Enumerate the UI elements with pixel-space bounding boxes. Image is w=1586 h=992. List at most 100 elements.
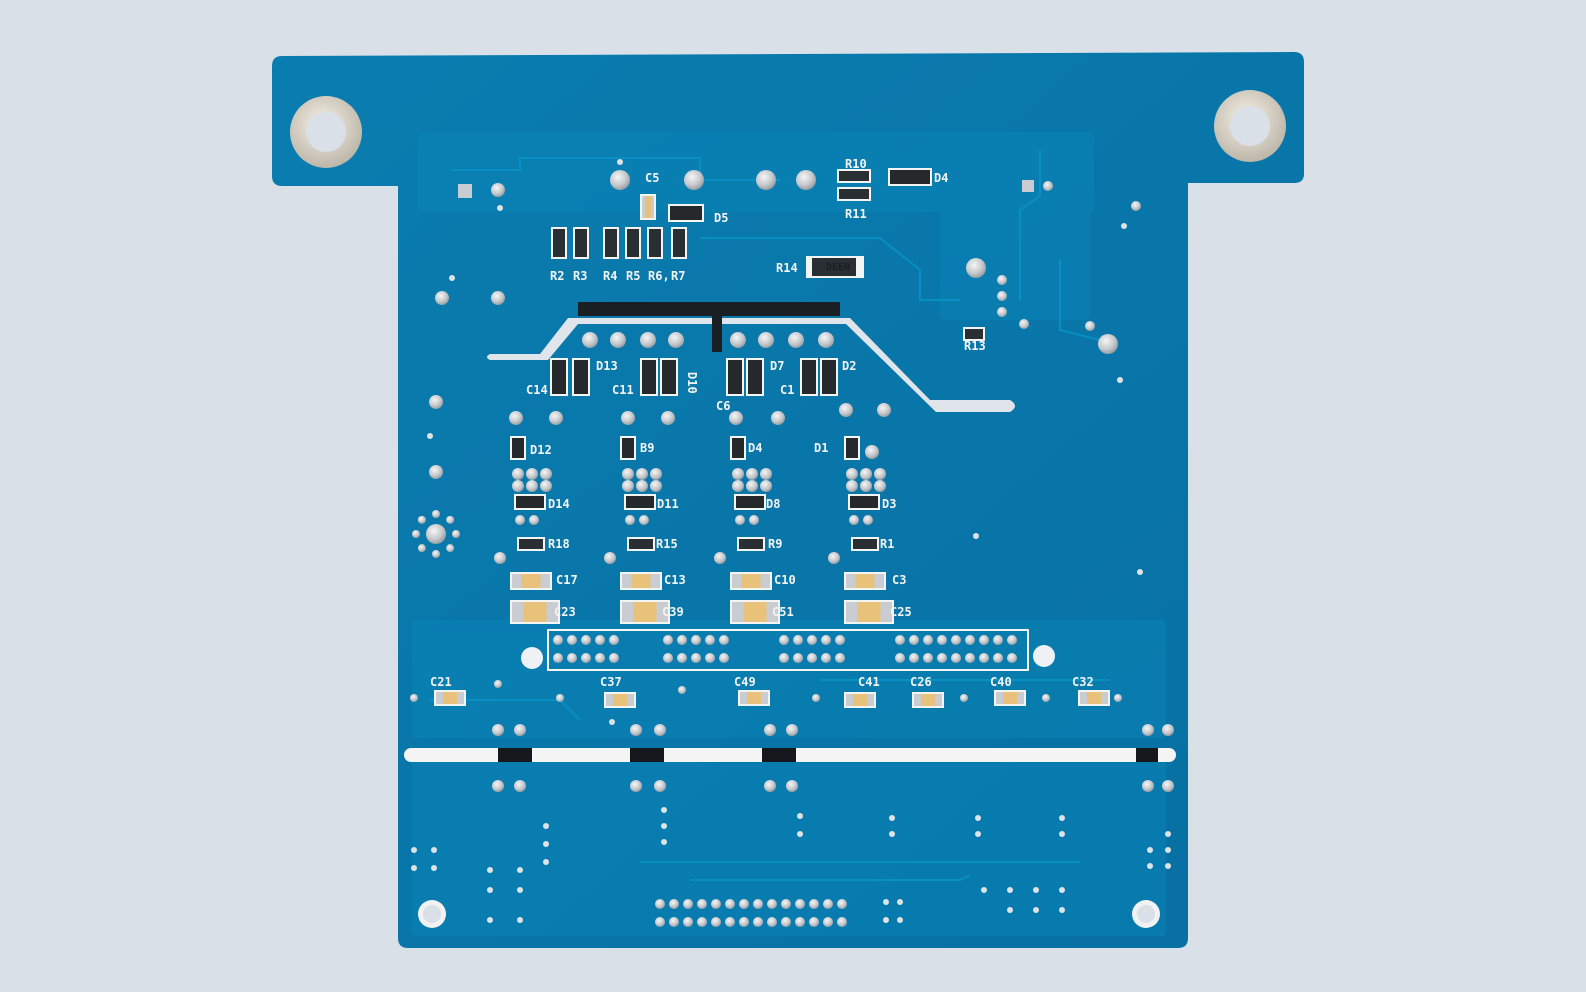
via	[1033, 887, 1039, 893]
cap-row-1	[613, 694, 627, 706]
header-pin	[951, 653, 961, 663]
label-c49: C49	[734, 675, 756, 689]
header-pin	[937, 653, 947, 663]
header-pin	[595, 635, 605, 645]
via	[431, 847, 437, 853]
header-pin	[895, 653, 905, 663]
connector-pin	[711, 899, 721, 909]
th-pad	[756, 170, 776, 190]
small-pad	[678, 686, 686, 694]
via	[661, 807, 667, 813]
via	[1117, 377, 1123, 383]
diode-col-0	[512, 438, 524, 458]
pad	[512, 480, 524, 492]
pad	[636, 480, 648, 492]
copper-pours	[412, 132, 1166, 936]
power-diode-2	[642, 360, 656, 394]
header-pin	[909, 653, 919, 663]
header-pin	[979, 635, 989, 645]
pad	[514, 724, 526, 736]
diode-d5	[670, 206, 702, 220]
via	[1007, 887, 1013, 893]
slot-bridges	[498, 748, 1158, 762]
header-pin	[807, 653, 817, 663]
connector-pin	[725, 899, 735, 909]
header-pin	[923, 653, 933, 663]
diode-col-3	[846, 438, 858, 458]
pad	[735, 515, 745, 525]
pad	[714, 552, 726, 564]
via	[411, 865, 417, 871]
resistor-r-top-5	[673, 229, 685, 257]
small-pad	[556, 694, 564, 702]
th-pad	[796, 170, 816, 190]
pad	[874, 480, 886, 492]
resistor-r-top-4	[649, 229, 661, 257]
th-pad	[429, 395, 443, 409]
pad	[846, 468, 858, 480]
label-c10: C10	[774, 573, 796, 587]
via	[973, 533, 979, 539]
via	[889, 815, 895, 821]
via	[975, 815, 981, 821]
row-pad	[758, 332, 774, 348]
connector-pin	[837, 917, 847, 927]
via	[517, 917, 523, 923]
label-r3: R3	[573, 269, 587, 283]
header-pin	[835, 635, 845, 645]
via	[1165, 831, 1171, 837]
pad	[764, 724, 776, 736]
pad	[515, 515, 525, 525]
th-pad	[435, 291, 449, 305]
connector-pin	[837, 899, 847, 909]
header-pin	[909, 635, 919, 645]
small-pad	[494, 680, 502, 688]
via	[661, 839, 667, 845]
resistor-r-top-2	[605, 229, 617, 257]
diode-b-col-0	[516, 496, 544, 508]
pad	[514, 780, 526, 792]
pad	[540, 468, 552, 480]
via	[981, 887, 987, 893]
header-pin	[793, 635, 803, 645]
cap-large-col-2	[743, 602, 767, 622]
via	[449, 275, 455, 281]
label-c14: C14	[526, 383, 548, 397]
connector-pin	[669, 899, 679, 909]
via	[543, 841, 549, 847]
connector-pin	[753, 917, 763, 927]
pad	[846, 480, 858, 492]
cap-large-col-0	[523, 602, 547, 622]
header-pin	[993, 635, 1003, 645]
row-pad	[788, 332, 804, 348]
pad	[877, 403, 891, 417]
label-r1: R1	[880, 537, 894, 551]
small-pad	[1019, 319, 1029, 329]
pad	[509, 411, 523, 425]
via	[543, 859, 549, 865]
header-pin	[719, 635, 729, 645]
row-pad	[582, 332, 598, 348]
label-r5: R5	[626, 269, 640, 283]
connector-pin	[823, 899, 833, 909]
label-c41: C41	[858, 675, 880, 689]
label-r10: R10	[845, 157, 867, 171]
header-pin	[691, 653, 701, 663]
header-pin	[793, 653, 803, 663]
label-d14: D14	[548, 497, 570, 511]
connector-pin	[697, 917, 707, 927]
via	[487, 867, 493, 873]
header-pin	[993, 653, 1003, 663]
smd-components	[434, 168, 1110, 708]
label-d12: D12	[530, 443, 552, 457]
label-c37: C37	[600, 675, 622, 689]
diode-b-col-1	[626, 496, 654, 508]
header-pin	[821, 653, 831, 663]
pad	[630, 724, 642, 736]
label-c26: C26	[910, 675, 932, 689]
via	[897, 917, 903, 923]
via	[427, 433, 433, 439]
label-c13: C13	[664, 573, 686, 587]
header-pin	[663, 653, 673, 663]
small-pad	[1042, 694, 1050, 702]
